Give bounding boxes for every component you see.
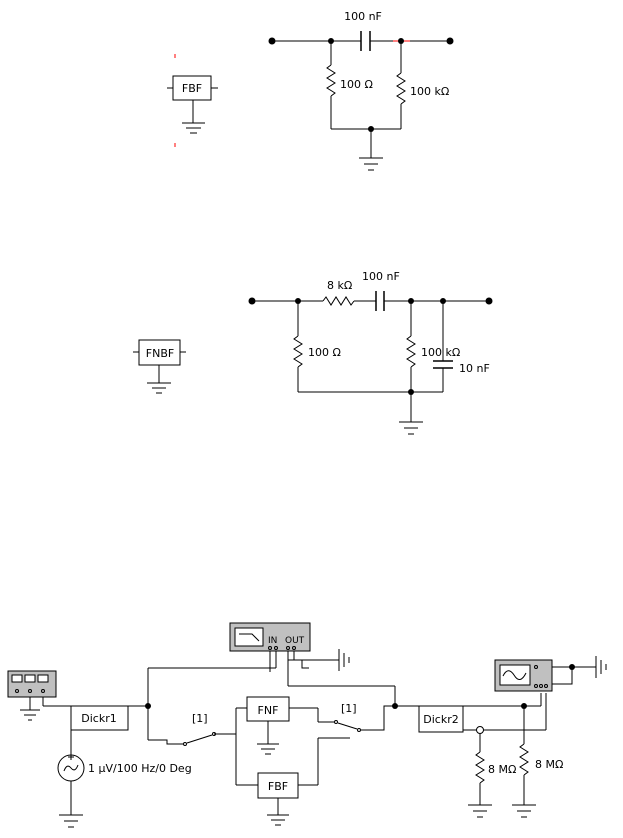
- resistor-100kohm: [396, 72, 406, 105]
- amp2-label: Dickr2: [423, 713, 458, 726]
- bode-plotter[interactable]: IN OUT: [229, 622, 311, 652]
- resistor-8mohm-2: [519, 743, 529, 776]
- fbf-block-system[interactable]: FBF: [257, 772, 299, 799]
- circuit-system: IN OUT: [7, 622, 607, 828]
- circuit-fbf: FBF 100 nF 100 Ω 100 kΩ: [167, 10, 454, 171]
- switch-1[interactable]: [183, 732, 216, 746]
- ground-symbol: [147, 382, 171, 394]
- series-resistor-label: 8 kΩ: [327, 279, 352, 292]
- fnbf-block-label: FNBF: [146, 347, 174, 360]
- amp1-label: Dickr1: [81, 712, 116, 725]
- oscilloscope[interactable]: [494, 659, 553, 692]
- capacitor-100nf: [360, 31, 371, 51]
- node-open: [476, 726, 484, 734]
- r2-label: 100 kΩ: [410, 85, 449, 98]
- amplifier-dickr1[interactable]: Dickr1: [70, 705, 129, 731]
- ground-symbol: [182, 122, 205, 134]
- shunt-capacitor-label: 10 nF: [459, 362, 490, 375]
- plotter-in-label: IN: [268, 636, 277, 646]
- capacitor-series-100nf: [375, 291, 385, 311]
- resistor-100ohm: [326, 64, 336, 97]
- ground-symbol: [59, 814, 83, 828]
- amplifier-dickr2[interactable]: Dickr2: [418, 705, 464, 733]
- terminal-out: [485, 297, 493, 305]
- source-label: 1 µV/100 Hz/0 Deg: [88, 762, 192, 775]
- plotter-out-label: OUT: [285, 636, 305, 646]
- resistor-100kohm: [406, 335, 416, 368]
- resistor-100ohm: [293, 335, 303, 368]
- ground-symbol: [257, 743, 279, 755]
- fbf-block[interactable]: FBF: [167, 75, 218, 101]
- rload1-label: 8 MΩ: [488, 763, 516, 776]
- ground-symbol: [338, 649, 350, 671]
- circuit-fnbf: FNBF 8 kΩ 100 nF 100 Ω 100 k: [133, 270, 493, 435]
- ground-symbol: [359, 157, 383, 171]
- r1-label: 100 Ω: [308, 346, 341, 359]
- node: [145, 703, 151, 709]
- ground-symbol: [399, 421, 423, 435]
- ac-voltage-source[interactable]: [57, 754, 85, 782]
- terminal-in: [248, 297, 256, 305]
- ground-symbol: [20, 709, 40, 721]
- fbf-block-label: FBF: [182, 82, 202, 95]
- multimeter-left[interactable]: [7, 670, 57, 698]
- r2-label: 100 kΩ: [421, 346, 460, 359]
- capacitor-label: 100 nF: [344, 10, 382, 23]
- fbf-label: FBF: [268, 780, 288, 793]
- terminal-out: [446, 37, 454, 45]
- ground-symbol: [468, 804, 492, 818]
- resistor-8mohm-1: [475, 751, 485, 784]
- r1-label: 100 Ω: [340, 78, 373, 91]
- capacitor-shunt-10nf: [433, 360, 453, 369]
- fnf-label: FNF: [258, 704, 279, 717]
- fnf-block[interactable]: FNF: [246, 696, 290, 722]
- terminal-in: [268, 37, 276, 45]
- switch1-key: [1]: [192, 712, 208, 725]
- ground-symbol: [512, 804, 536, 818]
- series-capacitor-label: 100 nF: [362, 270, 400, 283]
- fnbf-block[interactable]: FNBF: [133, 339, 186, 366]
- switch2-key: [1]: [341, 702, 357, 715]
- ground-symbol: [267, 814, 289, 826]
- switch-2[interactable]: [334, 720, 361, 732]
- resistor-8kohm: [322, 296, 355, 306]
- ground-symbol: [595, 656, 607, 678]
- rload2-label: 8 MΩ: [535, 758, 563, 771]
